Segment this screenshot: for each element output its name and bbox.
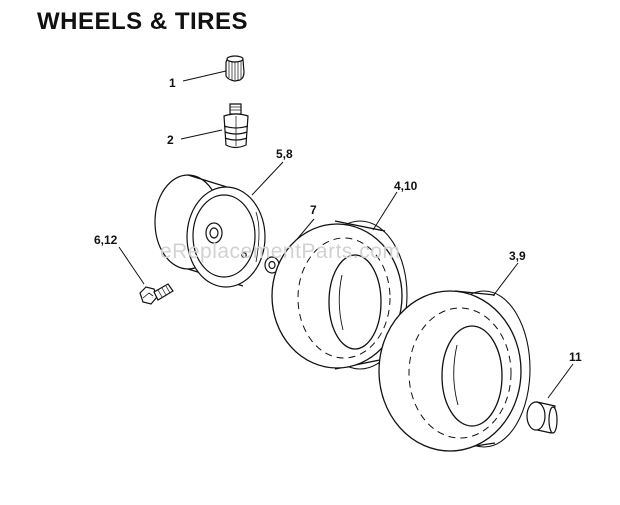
bolt-part[interactable] — [118, 246, 174, 305]
watermark: eReplacementParts.com — [160, 240, 401, 263]
rear-tire-part[interactable] — [378, 262, 531, 452]
valve-stem-part[interactable] — [180, 103, 249, 149]
hub-cap-part[interactable] — [526, 363, 574, 434]
rim-part[interactable] — [154, 161, 284, 288]
valve-cap-part[interactable] — [182, 55, 245, 82]
callout-4-10: 4,10 — [394, 179, 418, 193]
page-title: WHEELS & TIRES — [37, 8, 249, 35]
front-tire-part[interactable] — [271, 191, 408, 370]
callout-7: 7 — [310, 203, 317, 217]
callout-3-9: 3,9 — [509, 249, 526, 263]
callout-11: 11 — [569, 350, 582, 364]
callout-2: 2 — [167, 133, 174, 147]
callout-6-12: 6,12 — [94, 233, 118, 247]
callout-5-8: 5,8 — [276, 147, 293, 161]
callout-1: 1 — [169, 76, 176, 90]
